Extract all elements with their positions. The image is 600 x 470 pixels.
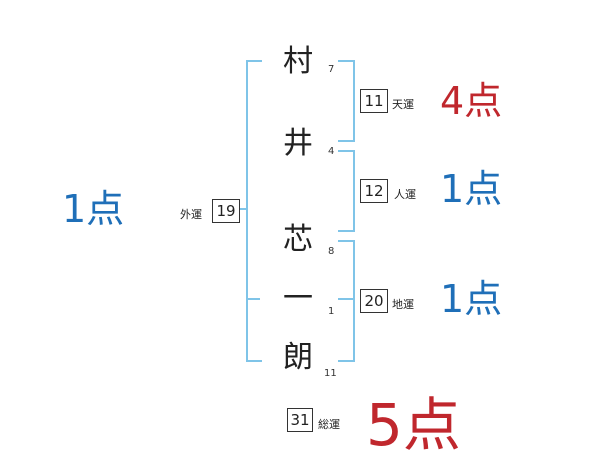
heaven-score: 4点 [440, 79, 503, 123]
stroke-count-5: 11 [324, 368, 337, 379]
outer-bracket-mid-tick [246, 298, 260, 300]
outer-bracket [246, 60, 262, 362]
person-value-box: 12 [360, 179, 388, 203]
earth-label: 地運 [392, 298, 414, 311]
outer-value-box: 19 [212, 199, 240, 223]
total-label: 総運 [318, 418, 340, 431]
stroke-count-2: 4 [328, 146, 335, 157]
person-score: 1点 [440, 167, 503, 211]
name-char-4: 一 [283, 281, 313, 316]
total-score: 5点 [366, 391, 461, 459]
heaven-bracket [338, 60, 355, 142]
heaven-value-box: 11 [360, 89, 388, 113]
outer-label: 外運 [180, 208, 202, 221]
outer-bracket-connector [240, 208, 248, 210]
earth-bracket [338, 240, 355, 362]
person-label: 人運 [394, 188, 416, 201]
earth-value-box: 20 [360, 289, 388, 313]
person-bracket [338, 150, 355, 232]
stroke-count-1: 7 [328, 64, 335, 75]
stroke-count-4: 1 [328, 306, 335, 317]
outer-score: 1点 [62, 187, 125, 231]
earth-bracket-mid-tick [338, 298, 353, 300]
name-char-3: 芯 [283, 222, 313, 257]
earth-score: 1点 [440, 277, 503, 321]
name-char-2: 井 [283, 126, 313, 161]
heaven-label: 天運 [392, 98, 414, 111]
stroke-count-3: 8 [328, 246, 335, 257]
name-char-1: 村 [283, 44, 313, 79]
total-value-box: 31 [287, 408, 313, 432]
name-char-5: 朗 [283, 340, 313, 375]
